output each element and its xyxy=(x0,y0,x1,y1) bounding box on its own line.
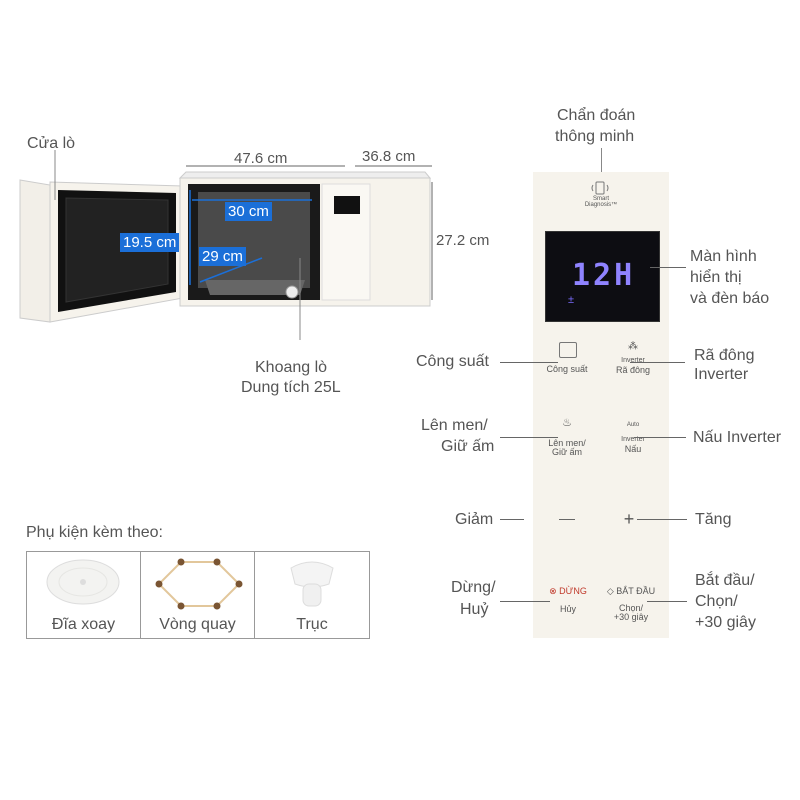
defrost-callout-1: Rã đông xyxy=(694,347,755,364)
minus-button[interactable] xyxy=(555,514,579,526)
display-readout: 12H xyxy=(572,258,636,293)
cavity-floor-shape xyxy=(205,280,305,295)
display-leader xyxy=(650,267,686,268)
pot-icon: ♨ xyxy=(562,417,572,429)
cavity-label-1: Khoang lò xyxy=(255,359,328,376)
plus-button[interactable]: + xyxy=(619,510,639,530)
microwave-drawing xyxy=(19,150,433,340)
cook-button-label-3: Nấu xyxy=(624,444,642,454)
power-button-label: Công suất xyxy=(546,364,588,374)
accessory-turntable: Đĩa xoay xyxy=(26,551,141,639)
start-leader xyxy=(647,601,687,602)
control-panel: Smart Diagnosis™ 12H ± Công suất ⁂ Inver… xyxy=(533,172,669,638)
stop-leader xyxy=(500,601,550,602)
stop-button-text: DỪNG xyxy=(559,586,587,596)
start-button-label-2: Chọn/ xyxy=(618,603,644,613)
cook-button-label-2: Inverter xyxy=(621,436,645,443)
shaft-coupler-icon xyxy=(290,561,334,607)
ferment-keep-warm-button[interactable]: ♨ Lên men/ Giữ ấm xyxy=(547,418,587,462)
defrost-button-label-2: Rã đông xyxy=(615,365,651,375)
smart-diagnosis-callout-1: Chẩn đoán xyxy=(557,107,636,124)
start-callout-3: +30 giây xyxy=(695,614,756,631)
plus-icon: + xyxy=(623,509,635,529)
inner-depth-line xyxy=(199,257,263,283)
defrost-button[interactable]: ⁂ Inverter Rã đông xyxy=(613,342,653,378)
start-button-text: BẮT ĐẦU xyxy=(616,586,656,596)
q-logo-shape xyxy=(285,285,299,299)
accessory-label: Vòng quay xyxy=(159,616,236,633)
door-label: Cửa lò xyxy=(27,135,76,152)
ferment-button-label-2: Giữ ấm xyxy=(551,447,583,457)
cook-leader xyxy=(634,437,686,438)
plus-leader xyxy=(637,519,687,520)
body-display-shape xyxy=(334,196,360,214)
start-callout-2: Chọn/ xyxy=(695,593,738,610)
minus-callout: Giảm xyxy=(455,511,494,528)
cavity-label-2: Dung tích 25L xyxy=(241,379,341,396)
smart-icon-text-2: Diagnosis™ xyxy=(584,202,618,208)
inverter-cook-button[interactable]: Auto Inverter Nấu xyxy=(613,418,653,462)
depth-dimension: 36.8 cm xyxy=(362,148,416,165)
roller-ring-icon xyxy=(155,558,243,610)
plus-minus-indicator: ± xyxy=(568,294,575,306)
accessory-label: Đĩa xoay xyxy=(51,616,116,633)
display-screen: 12H ± xyxy=(545,231,660,322)
start-callout-1: Bắt đầu/ xyxy=(695,572,755,589)
width-dimension: 47.6 cm xyxy=(234,150,288,167)
accessory-shaft: Trục xyxy=(254,551,370,639)
stop-button-label-1: ⊗ DỪNG xyxy=(549,586,587,596)
defrost-button-label-1: Inverter xyxy=(621,357,645,364)
power-leader xyxy=(500,362,558,363)
inner-width-label: 30 cm xyxy=(225,202,272,221)
inner-height-label: 19.5 cm xyxy=(120,233,180,252)
height-dimension: 27.2 cm xyxy=(436,232,490,249)
plus-callout: Tăng xyxy=(695,511,732,528)
ferment-leader xyxy=(500,437,558,438)
accessory-roller-ring: Vòng quay xyxy=(140,551,255,639)
door-grill-shape xyxy=(65,197,169,303)
ferment-callout-1: Lên men/ xyxy=(421,417,488,434)
ferment-button-label-1: Lên men/ xyxy=(548,438,586,448)
door-edge-shape xyxy=(19,179,51,323)
minus-leader xyxy=(500,519,524,520)
defrost-callout-2: Inverter xyxy=(694,366,749,383)
smart-diagnosis-leader xyxy=(601,148,602,178)
power-button[interactable]: Công suất xyxy=(546,342,588,378)
ferment-callout-2: Giữ ấm xyxy=(441,438,495,455)
stop-cancel-button[interactable]: ⊗ DỪNG Hủy xyxy=(539,586,597,622)
body-top-shape xyxy=(178,171,432,179)
stop-callout-2: Huỷ xyxy=(460,601,489,618)
display-callout-1: Màn hình xyxy=(690,248,757,265)
inner-depth-label: 29 cm xyxy=(199,247,246,266)
turntable-plate-icon xyxy=(46,559,120,605)
start-button[interactable]: ◇ BẮT ĐẦU Chọn/ +30 giây xyxy=(599,586,663,626)
smart-diagnosis-icon xyxy=(591,180,611,196)
smart-icon-text-1: Smart xyxy=(592,196,609,202)
cook-button-label-1: Auto xyxy=(626,422,640,428)
accessories-title: Phụ kiện kèm theo: xyxy=(26,524,163,541)
smart-diagnosis-callout-2: thông minh xyxy=(555,128,635,145)
snowflake-icon: ⁂ xyxy=(628,341,638,352)
power-callout: Công suất xyxy=(416,353,489,370)
stop-callout-1: Dừng/ xyxy=(451,579,496,596)
start-button-label-3: +30 giây xyxy=(613,612,649,622)
start-button-label-1: ◇ BẮT ĐẦU xyxy=(606,586,656,596)
cook-callout: Nấu Inverter xyxy=(693,429,782,446)
display-callout-3: và đèn báo xyxy=(690,290,770,307)
stop-button-label-2: Hủy xyxy=(559,604,576,614)
accessory-label: Trục xyxy=(296,616,328,633)
wave-icon xyxy=(559,342,577,358)
defrost-leader xyxy=(630,362,685,363)
minus-icon xyxy=(559,519,575,520)
display-callout-2: hiển thị xyxy=(690,269,742,286)
